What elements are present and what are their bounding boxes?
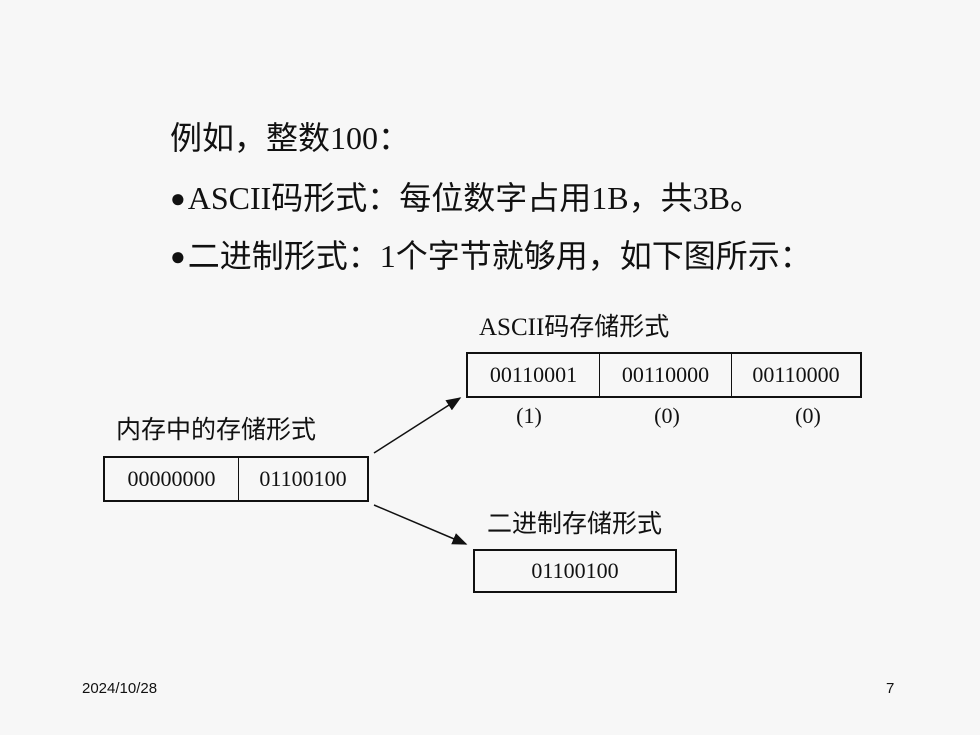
binary-storage-label: 二进制存储形式 bbox=[487, 511, 663, 538]
footer-date: 2024/10/28 bbox=[82, 680, 158, 697]
bullet-icon: ● bbox=[170, 184, 186, 213]
ascii-storage-box: 00110001 00110000 00110000 bbox=[466, 352, 862, 398]
ascii-bullet-line: ●ASCII码形式：每位数字占用1B，共3B。 bbox=[170, 178, 762, 219]
arrow-to-ascii bbox=[373, 397, 462, 454]
binary-bullet-line: ●二进制形式：1个字节就够用，如下图所示： bbox=[170, 236, 812, 277]
ascii-cell: 00110000 bbox=[752, 362, 840, 387]
memory-cell: 00000000 bbox=[105, 458, 239, 500]
ascii-digit-label: (1) bbox=[516, 403, 542, 428]
ascii-cell: 00110000 bbox=[600, 354, 732, 396]
example-heading: 例如，整数100： bbox=[170, 120, 411, 156]
ascii-storage-label: ASCII码存储形式 bbox=[479, 314, 670, 341]
ascii-cell: 00110001 bbox=[468, 354, 600, 396]
arrow-to-binary bbox=[373, 504, 468, 545]
memory-cell: 01100100 bbox=[259, 466, 347, 491]
ascii-bullet-text: ASCII码形式：每位数字占用1B，共3B。 bbox=[187, 180, 762, 216]
ascii-digit-label: (0) bbox=[654, 403, 680, 428]
memory-storage-label: 内存中的存储形式 bbox=[116, 417, 317, 444]
ascii-digit-label: (0) bbox=[795, 403, 821, 428]
binary-bullet-text: 二进制形式：1个字节就够用，如下图所示： bbox=[187, 238, 812, 274]
bullet-icon: ● bbox=[170, 242, 186, 271]
binary-cell: 01100100 bbox=[531, 558, 619, 583]
binary-storage-box: 01100100 bbox=[473, 549, 677, 593]
page-number: 7 bbox=[886, 680, 895, 697]
memory-storage-box: 00000000 01100100 bbox=[103, 456, 369, 502]
